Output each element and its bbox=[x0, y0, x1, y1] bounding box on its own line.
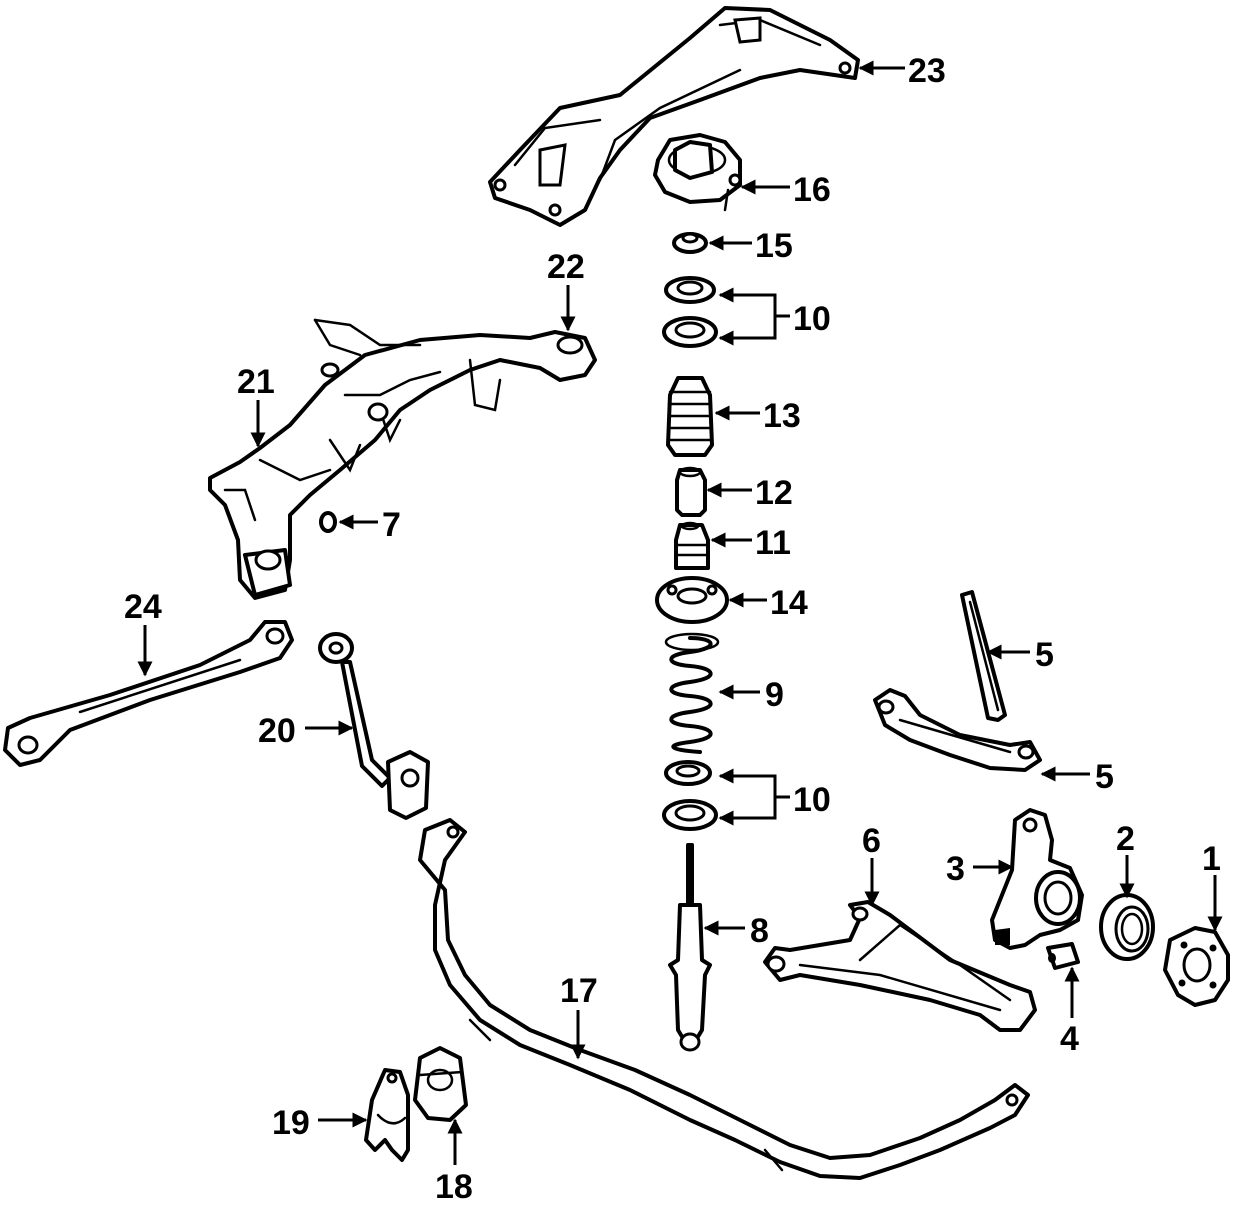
part-bump-cap[interactable] bbox=[672, 232, 708, 254]
part-spring-insulator[interactable] bbox=[655, 576, 729, 624]
part-bump-stop[interactable] bbox=[675, 466, 707, 517]
callout-14: 14 bbox=[770, 584, 808, 622]
callout-2: 2 bbox=[1116, 820, 1135, 858]
callout-8: 8 bbox=[750, 912, 769, 950]
callout-20: 20 bbox=[258, 712, 296, 750]
part-shock-absorber[interactable] bbox=[668, 843, 712, 1052]
callout-5-vertical-link: 5 bbox=[1035, 636, 1054, 674]
part-lower-control-arm[interactable] bbox=[763, 900, 1037, 1032]
part-hub[interactable] bbox=[1163, 926, 1230, 1007]
part-stabilizer-link[interactable] bbox=[318, 632, 430, 820]
part-upper-crossmember[interactable] bbox=[488, 6, 860, 227]
part-subframe[interactable] bbox=[208, 318, 597, 600]
callout-4: 4 bbox=[1060, 1020, 1079, 1058]
callout-17: 17 bbox=[560, 972, 598, 1010]
part-trailing-arm[interactable] bbox=[3, 620, 294, 767]
part-wheel-bearing[interactable] bbox=[1099, 893, 1155, 961]
callout-11: 11 bbox=[755, 524, 791, 562]
callout-23: 23 bbox=[908, 52, 946, 90]
callout-22: 22 bbox=[547, 248, 585, 286]
callout-18: 18 bbox=[435, 1168, 473, 1206]
callout-16: 16 bbox=[793, 171, 831, 209]
callout-13: 13 bbox=[763, 397, 801, 435]
part-knuckle[interactable] bbox=[990, 808, 1084, 950]
callout-15: 15 bbox=[755, 227, 793, 265]
callout-numbers: 1 2 3 4 5 5 6 7 8 9 10 10 11 12 13 14 15… bbox=[124, 52, 1221, 1206]
part-bar-bushing[interactable] bbox=[413, 1046, 468, 1122]
leader-lines bbox=[137, 60, 1223, 1165]
callout-10-lower: 10 bbox=[793, 781, 831, 819]
part-lateral-link-vertical[interactable] bbox=[960, 590, 1007, 722]
part-jounce-bumper[interactable] bbox=[674, 521, 710, 570]
callout-1: 1 bbox=[1202, 840, 1221, 878]
part-spring-seats-lower[interactable] bbox=[662, 760, 718, 831]
part-stabilizer-bar[interactable] bbox=[418, 818, 1030, 1180]
callout-19: 19 bbox=[272, 1104, 310, 1142]
part-strut-mount[interactable] bbox=[653, 133, 742, 212]
callout-12: 12 bbox=[755, 474, 793, 512]
callout-24: 24 bbox=[124, 588, 162, 626]
callout-9: 9 bbox=[765, 676, 784, 714]
part-washer-7[interactable] bbox=[319, 511, 337, 533]
callout-10-upper: 10 bbox=[793, 300, 831, 338]
part-upper-control-arm[interactable] bbox=[873, 688, 1042, 772]
part-bushing-4[interactable] bbox=[1046, 942, 1080, 970]
part-coil-spring[interactable] bbox=[664, 632, 720, 754]
callout-7: 7 bbox=[382, 506, 401, 544]
part-dust-boot[interactable] bbox=[666, 376, 714, 457]
callout-21: 21 bbox=[237, 363, 275, 401]
callout-6: 6 bbox=[862, 822, 881, 860]
callout-3: 3 bbox=[946, 850, 965, 888]
part-bar-bracket[interactable] bbox=[364, 1068, 410, 1162]
part-spring-seats-upper[interactable] bbox=[662, 276, 718, 348]
callout-5-control-arm: 5 bbox=[1095, 758, 1114, 796]
